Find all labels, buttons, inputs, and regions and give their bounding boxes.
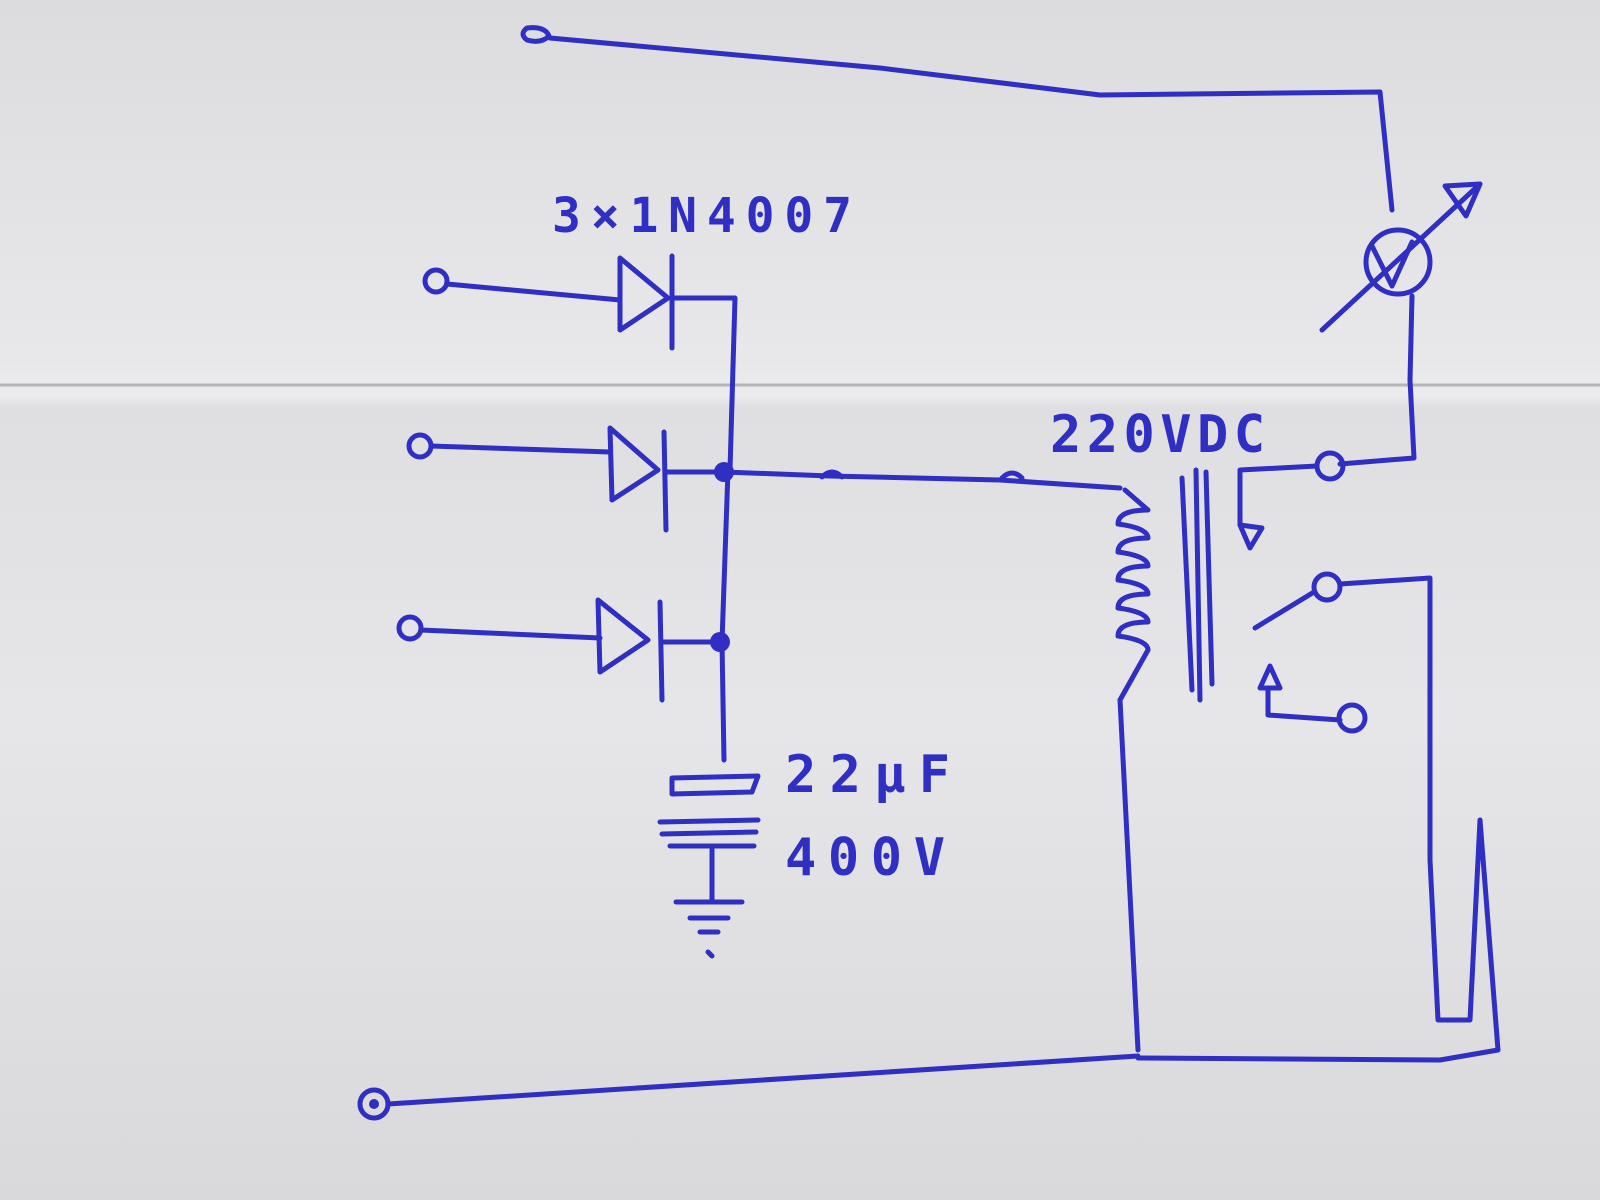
- variable-lamp-icon: [1319, 181, 1483, 333]
- wire-bump-2: [999, 470, 1025, 481]
- capacitor-icon: [657, 773, 761, 903]
- bus-to-coil-wire: [721, 469, 1123, 491]
- bottom-terminal: [357, 1053, 1141, 1121]
- capacitor-voltage-label: 400V: [785, 828, 945, 888]
- relay-switch-contact: [1252, 571, 1433, 863]
- lamp-to-relay-wire: [1337, 293, 1417, 467]
- relay-voltage-label: 220VDC: [1050, 405, 1265, 465]
- top-terminal: [520, 25, 552, 44]
- vertical-bus: [719, 467, 731, 763]
- coil-return-wire: [1117, 697, 1141, 1053]
- diode-3: [396, 597, 725, 703]
- wire-bump-1: [819, 469, 845, 480]
- diode-2: [406, 425, 728, 533]
- ground-icon: [673, 899, 745, 959]
- right-return-wire: [1135, 817, 1501, 1063]
- capacitor-value-label: 22μF: [785, 745, 950, 805]
- diodes-label: 3×1N4007: [552, 188, 852, 244]
- diode-1: [422, 253, 738, 473]
- relay-coil-icon: [1115, 467, 1215, 703]
- top-wire: [547, 35, 1395, 213]
- relay-common-terminal: [1237, 450, 1346, 551]
- relay-nc-terminal: [1257, 663, 1368, 734]
